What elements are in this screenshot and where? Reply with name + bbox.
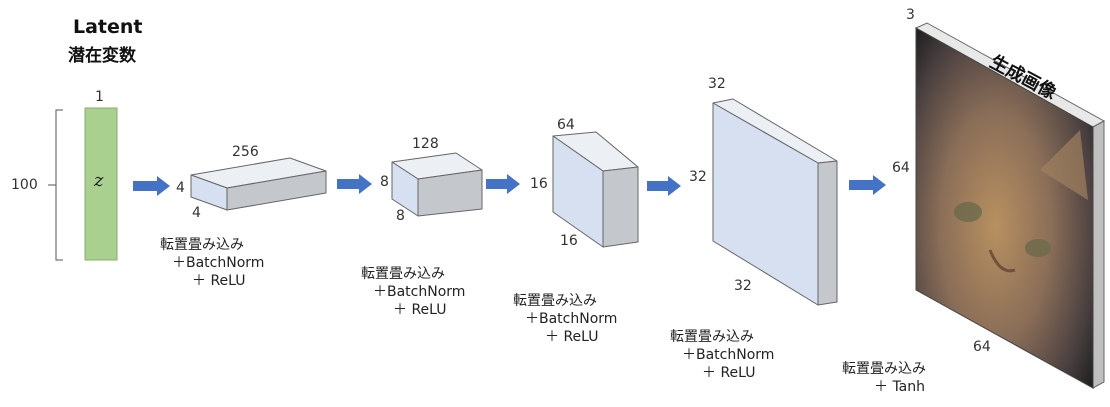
latent-title: Latent (73, 16, 143, 38)
latent-height-bracket (48, 109, 63, 261)
op-line-3: ＋ ReLU (702, 365, 756, 381)
feature-block-2 (391, 152, 483, 217)
block-3-height-label: 16 (530, 176, 548, 192)
block-2-height-label: 8 (380, 174, 389, 190)
block-4-width-label: 32 (708, 76, 726, 92)
latent-vector-bar (84, 107, 118, 261)
block-2-depth-label: 8 (396, 208, 405, 224)
block-1-op-caption: 転置畳み込み ＋BatchNorm ＋ ReLU (160, 236, 264, 290)
output-op-caption: 転置畳み込み ＋ Tanh (842, 360, 926, 396)
op-line-1: 転置畳み込み (842, 361, 926, 377)
output-width-label: 64 (973, 339, 991, 355)
feature-block-1 (190, 157, 327, 211)
block-3-width-label: 64 (557, 117, 575, 133)
cat-eye-left (954, 202, 982, 222)
output-height-label: 64 (892, 160, 910, 176)
block-3-op-caption: 転置畳み込み ＋BatchNorm ＋ ReLU (513, 292, 617, 346)
op-line-3: ＋ ReLU (545, 329, 599, 345)
arrow-5 (849, 175, 886, 195)
arrow-1 (133, 176, 170, 196)
arrow-3 (486, 174, 520, 194)
block-1-width-label: 256 (232, 144, 259, 160)
latent-height-label: 100 (11, 177, 38, 193)
op-line-2: ＋BatchNorm (172, 255, 265, 271)
block-1-depth-label: 4 (192, 205, 201, 221)
block-4-op-caption: 転置畳み込み ＋BatchNorm ＋ ReLU (670, 328, 774, 382)
op-line-1: 転置畳み込み (361, 266, 445, 282)
block-3-depth-label: 16 (560, 233, 578, 249)
op-line-2: ＋BatchNorm (373, 284, 466, 300)
latent-subtitle: 潜在変数 (68, 46, 136, 66)
block-2-op-caption: 転置畳み込み ＋BatchNorm ＋ ReLU (361, 265, 465, 319)
arrow-4 (647, 176, 681, 196)
block-4-height-label: 32 (689, 169, 707, 185)
op-line-2: ＋BatchNorm (682, 347, 775, 363)
op-line-2: ＋ Tanh (874, 379, 926, 395)
arrow-2 (337, 174, 372, 194)
block-2-width-label: 128 (412, 136, 439, 152)
output-channels-label: 3 (906, 7, 915, 23)
latent-width-label: 1 (95, 89, 104, 105)
cat-nose (988, 249, 1016, 273)
op-line-3: ＋ ReLU (192, 273, 246, 289)
feature-block-3 (552, 131, 639, 248)
op-line-1: 転置畳み込み (160, 237, 244, 253)
generated-image (914, 22, 1106, 389)
op-line-3: ＋ ReLU (393, 302, 447, 318)
op-line-2: ＋BatchNorm (525, 311, 618, 327)
latent-symbol: z (94, 170, 104, 191)
generated-cat-image (915, 27, 1094, 389)
feature-block-4 (712, 98, 838, 306)
op-line-1: 転置畳み込み (670, 329, 754, 345)
cat-ear (1040, 130, 1088, 200)
op-line-1: 転置畳み込み (513, 293, 597, 309)
block-4-depth-label: 32 (734, 278, 752, 294)
block-1-height-label: 4 (176, 180, 185, 196)
cat-eye-right (1025, 239, 1051, 257)
